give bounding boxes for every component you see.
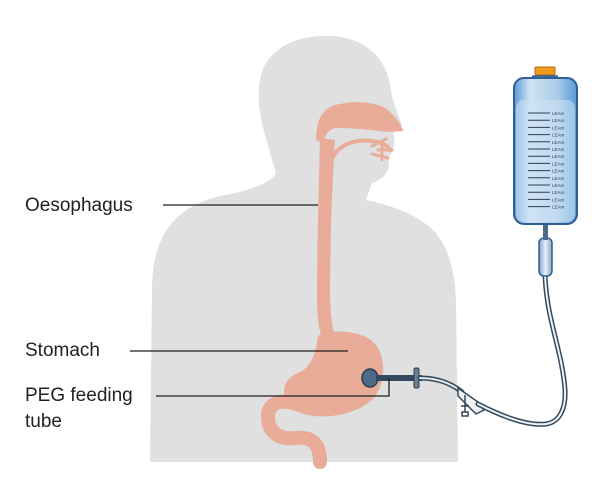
label-oesophagus: Oesophagus (25, 194, 133, 218)
label-stomach: Stomach (25, 339, 100, 363)
label-peg-line2: tube (25, 410, 62, 434)
label-peg-line1: PEG feeding (25, 384, 133, 408)
peg-leader (156, 378, 389, 396)
